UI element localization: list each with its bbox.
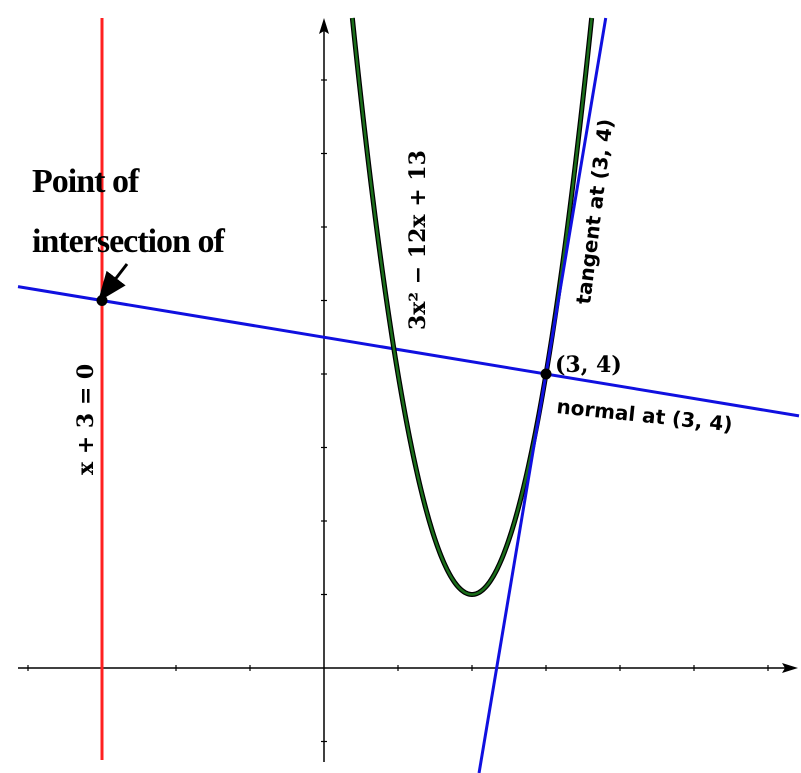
y-axis-arrow [319, 18, 329, 34]
point-label: (3, 4) [555, 352, 622, 378]
vertical-line-label: x + 3 = 0 [73, 364, 99, 475]
annotation-line-1: Point of [32, 163, 140, 200]
tangency-point [540, 368, 552, 380]
annotation-arrow [97, 263, 129, 302]
normal-line-series [17, 285, 800, 418]
intersection-point [96, 295, 108, 306]
x-axis-arrow [782, 663, 798, 673]
tangent-line-series [477, 17, 608, 773]
axes [18, 18, 798, 762]
annotation-line-2: intersection of [32, 223, 225, 260]
parabola-label: 3x² − 12x + 13 [405, 150, 431, 330]
parabola-series [351, 17, 593, 596]
curves [17, 17, 800, 773]
